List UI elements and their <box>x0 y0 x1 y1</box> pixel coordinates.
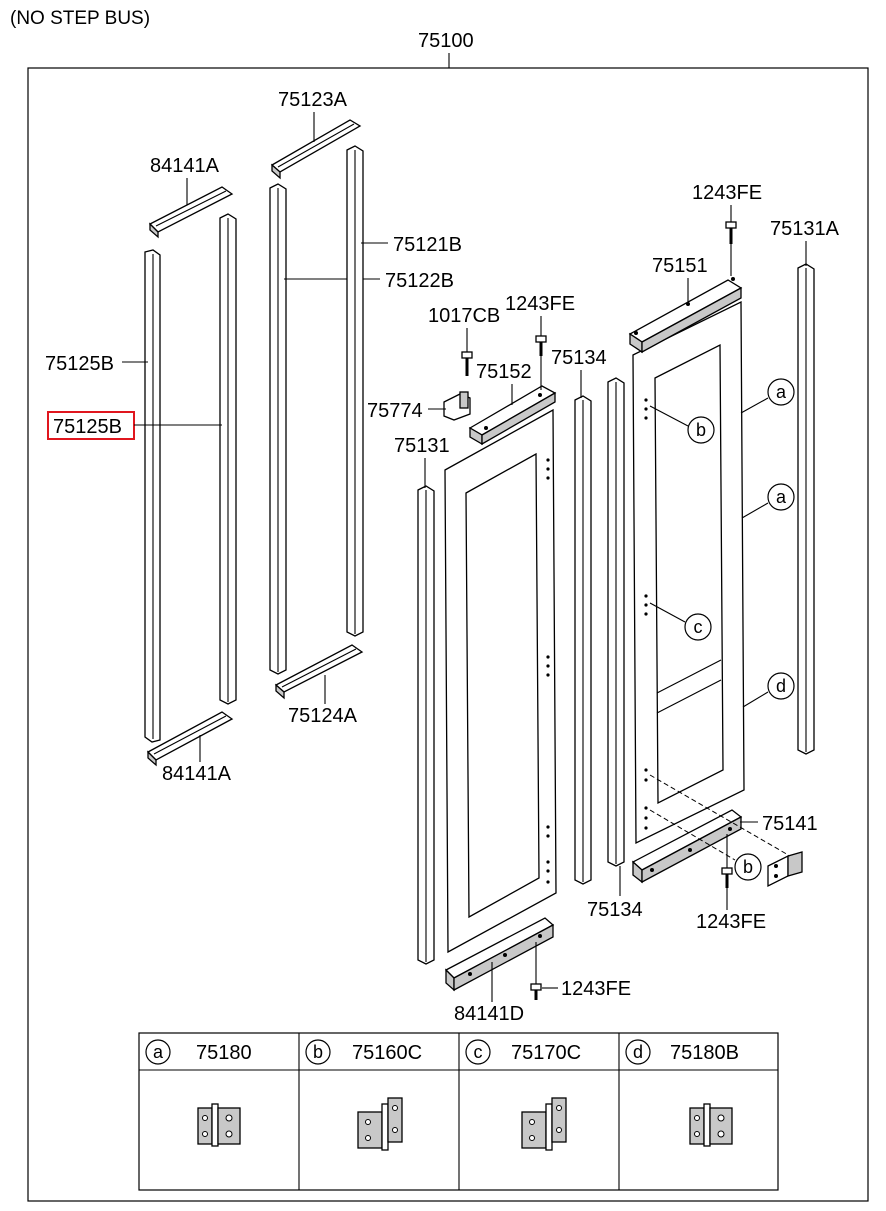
legend-cell-b[interactable]: b 75160C <box>305 1039 422 1151</box>
part-84141A-bottom[interactable] <box>146 711 234 767</box>
label-1017CB[interactable]: 1017CB <box>428 305 500 327</box>
label-75122B[interactable]: 75122B <box>385 270 454 292</box>
label-84141D[interactable]: 84141D <box>454 1003 524 1025</box>
leader-callout-b-1 <box>649 405 689 427</box>
part-84141A-top[interactable] <box>148 186 234 239</box>
legend-part-a: 75180 <box>196 1042 252 1064</box>
part-75141[interactable] <box>631 809 743 884</box>
part-1017CB[interactable] <box>461 351 473 376</box>
label-84141A-top[interactable]: 84141A <box>150 155 220 177</box>
hinge-b-icon <box>357 1097 403 1151</box>
callout-b-1[interactable]: b <box>687 416 715 444</box>
svg-text:a: a <box>776 487 787 507</box>
label-75125B-highlight[interactable]: 75125B <box>53 416 122 438</box>
dashed-leader-d-hinge <box>649 774 791 857</box>
part-75124A[interactable] <box>274 644 364 700</box>
svg-text:c: c <box>694 617 703 637</box>
leader-callout-c-1 <box>649 602 686 623</box>
part-75123A[interactable] <box>270 119 362 180</box>
legend-part-b: 75160C <box>352 1042 422 1064</box>
part-75125B-right[interactable] <box>219 213 237 705</box>
legend-part-c: 75170C <box>511 1042 581 1064</box>
part-75121B[interactable] <box>346 145 364 637</box>
legend-cell-d[interactable]: d 75180B <box>625 1039 739 1147</box>
label-1243FE-right[interactable]: 1243FE <box>696 911 766 933</box>
legend-table <box>138 1032 779 1191</box>
part-75125B-left[interactable] <box>144 249 161 743</box>
label-75123A[interactable]: 75123A <box>278 89 348 111</box>
part-1243FE-bottom[interactable] <box>530 983 542 1000</box>
leader-callout-a-2 <box>741 502 769 519</box>
label-1243FE-mid[interactable]: 1243FE <box>505 293 575 315</box>
label-75121B[interactable]: 75121B <box>393 234 462 256</box>
part-75152[interactable] <box>468 385 557 446</box>
label-75131A[interactable]: 75131A <box>770 218 840 240</box>
label-1243FE-top[interactable]: 1243FE <box>692 182 762 204</box>
diagram-frame <box>27 67 869 1202</box>
legend-key-a: a <box>153 1042 164 1062</box>
part-75151[interactable] <box>628 277 743 354</box>
svg-text:b: b <box>743 857 753 877</box>
rear-door-panel <box>632 300 745 845</box>
label-75141[interactable]: 75141 <box>762 813 818 835</box>
part-75134-left[interactable] <box>574 395 592 885</box>
label-75152[interactable]: 75152 <box>476 361 532 383</box>
leader-callout-a-1 <box>740 397 769 414</box>
legend-cell-c[interactable]: c 75170C <box>465 1039 581 1151</box>
legend-key-d: d <box>633 1042 643 1062</box>
title-note: (NO STEP BUS) <box>10 8 150 29</box>
part-1243FE-top[interactable] <box>725 221 737 244</box>
legend-part-d: 75180B <box>670 1042 739 1064</box>
callout-d-1[interactable]: d <box>767 672 795 700</box>
label-75125B-left[interactable]: 75125B <box>45 353 114 375</box>
label-1243FE-bottom[interactable]: 1243FE <box>561 978 631 1000</box>
part-75131A[interactable] <box>797 263 815 755</box>
svg-text:d: d <box>776 676 786 696</box>
part-84141D[interactable] <box>444 917 555 992</box>
front-door-holes <box>546 458 550 884</box>
front-door-panel <box>444 408 557 954</box>
legend-key-b: b <box>313 1042 323 1062</box>
part-75774[interactable] <box>443 391 471 421</box>
hinge-a-icon <box>197 1103 241 1147</box>
callout-a-1[interactable]: a <box>767 378 795 406</box>
label-75131[interactable]: 75131 <box>394 435 450 457</box>
assembly-number[interactable]: 75100 <box>418 30 474 52</box>
callout-c-1[interactable]: c <box>684 613 712 641</box>
hinge-d-icon <box>689 1103 733 1147</box>
part-75134-right[interactable] <box>607 377 625 867</box>
hinge-c-icon <box>521 1097 567 1151</box>
legend-key-c: c <box>474 1042 483 1062</box>
callout-b-2[interactable]: b <box>734 853 762 881</box>
callout-a-2[interactable]: a <box>767 483 795 511</box>
leader-callout-d-1 <box>742 691 769 708</box>
label-75134-top[interactable]: 75134 <box>551 347 607 369</box>
hinge-d-detached[interactable] <box>767 851 803 888</box>
part-75131[interactable] <box>417 485 435 965</box>
part-1243FE-mid[interactable] <box>535 335 547 356</box>
dashed-leader-b-2 <box>649 809 736 861</box>
label-75124A[interactable]: 75124A <box>288 705 358 727</box>
label-75134-bottom[interactable]: 75134 <box>587 899 643 921</box>
svg-text:b: b <box>696 420 706 440</box>
part-75122B[interactable] <box>269 183 287 675</box>
rear-door-holes <box>644 398 648 830</box>
label-75774[interactable]: 75774 <box>367 400 423 422</box>
svg-text:a: a <box>776 382 787 402</box>
part-1243FE-right[interactable] <box>721 867 733 888</box>
label-75151[interactable]: 75151 <box>652 255 708 277</box>
label-84141A-bottom[interactable]: 84141A <box>162 763 232 785</box>
legend-cell-a[interactable]: a 75180 <box>145 1039 252 1147</box>
